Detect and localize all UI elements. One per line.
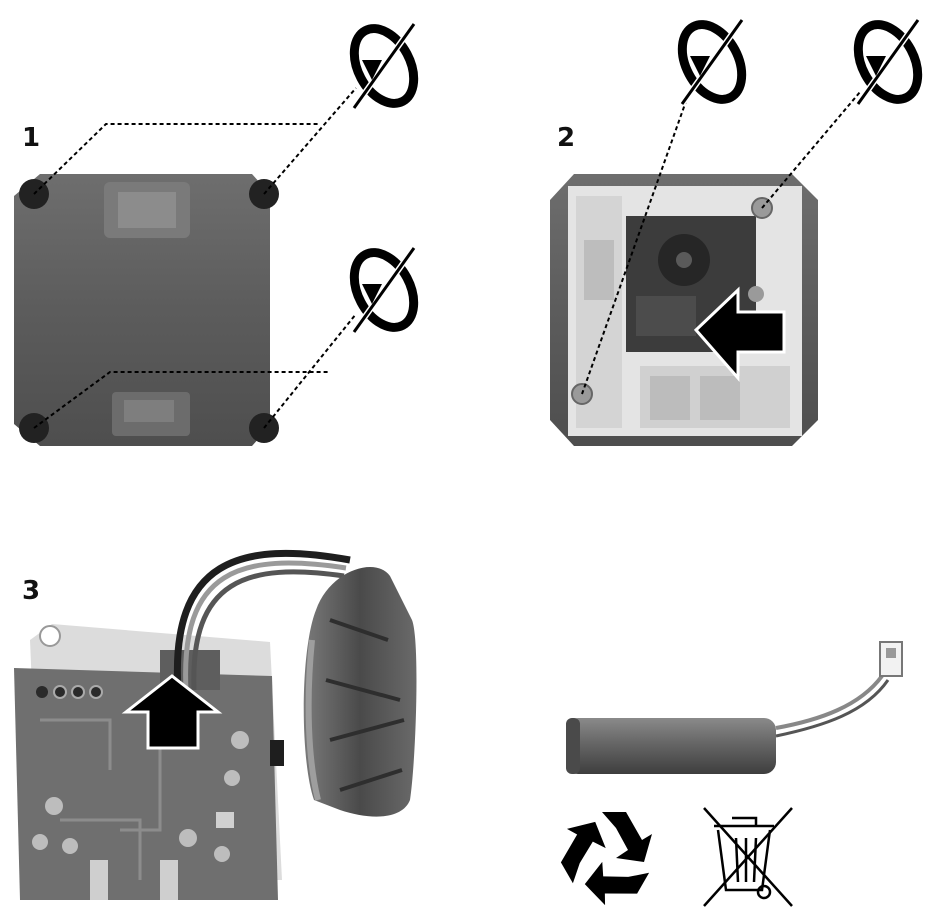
rotate-screw-icon bbox=[342, 242, 425, 337]
push-arrow-icon bbox=[693, 286, 786, 382]
push-arrow-icon bbox=[121, 674, 223, 750]
back-cover bbox=[14, 174, 279, 446]
step-3-label: 3 bbox=[22, 576, 41, 606]
rotate-screw-icon bbox=[670, 14, 753, 109]
circuit-board bbox=[14, 624, 284, 900]
open-housing bbox=[550, 174, 818, 446]
screw-guide-lines-2 bbox=[581, 89, 861, 395]
rotate-screw-icon bbox=[846, 14, 929, 109]
wrapped-battery-pack bbox=[303, 566, 417, 817]
crossed-out-bin-icon bbox=[703, 807, 793, 907]
rotate-screw-icon bbox=[342, 18, 425, 113]
step-2-label: 2 bbox=[557, 123, 576, 153]
screw-guide-lines-1 bbox=[33, 87, 357, 429]
step-1-label: 1 bbox=[22, 123, 41, 153]
recycle-icon bbox=[560, 812, 652, 906]
replacement-battery bbox=[566, 641, 903, 774]
battery-pack-wires bbox=[173, 549, 351, 691]
